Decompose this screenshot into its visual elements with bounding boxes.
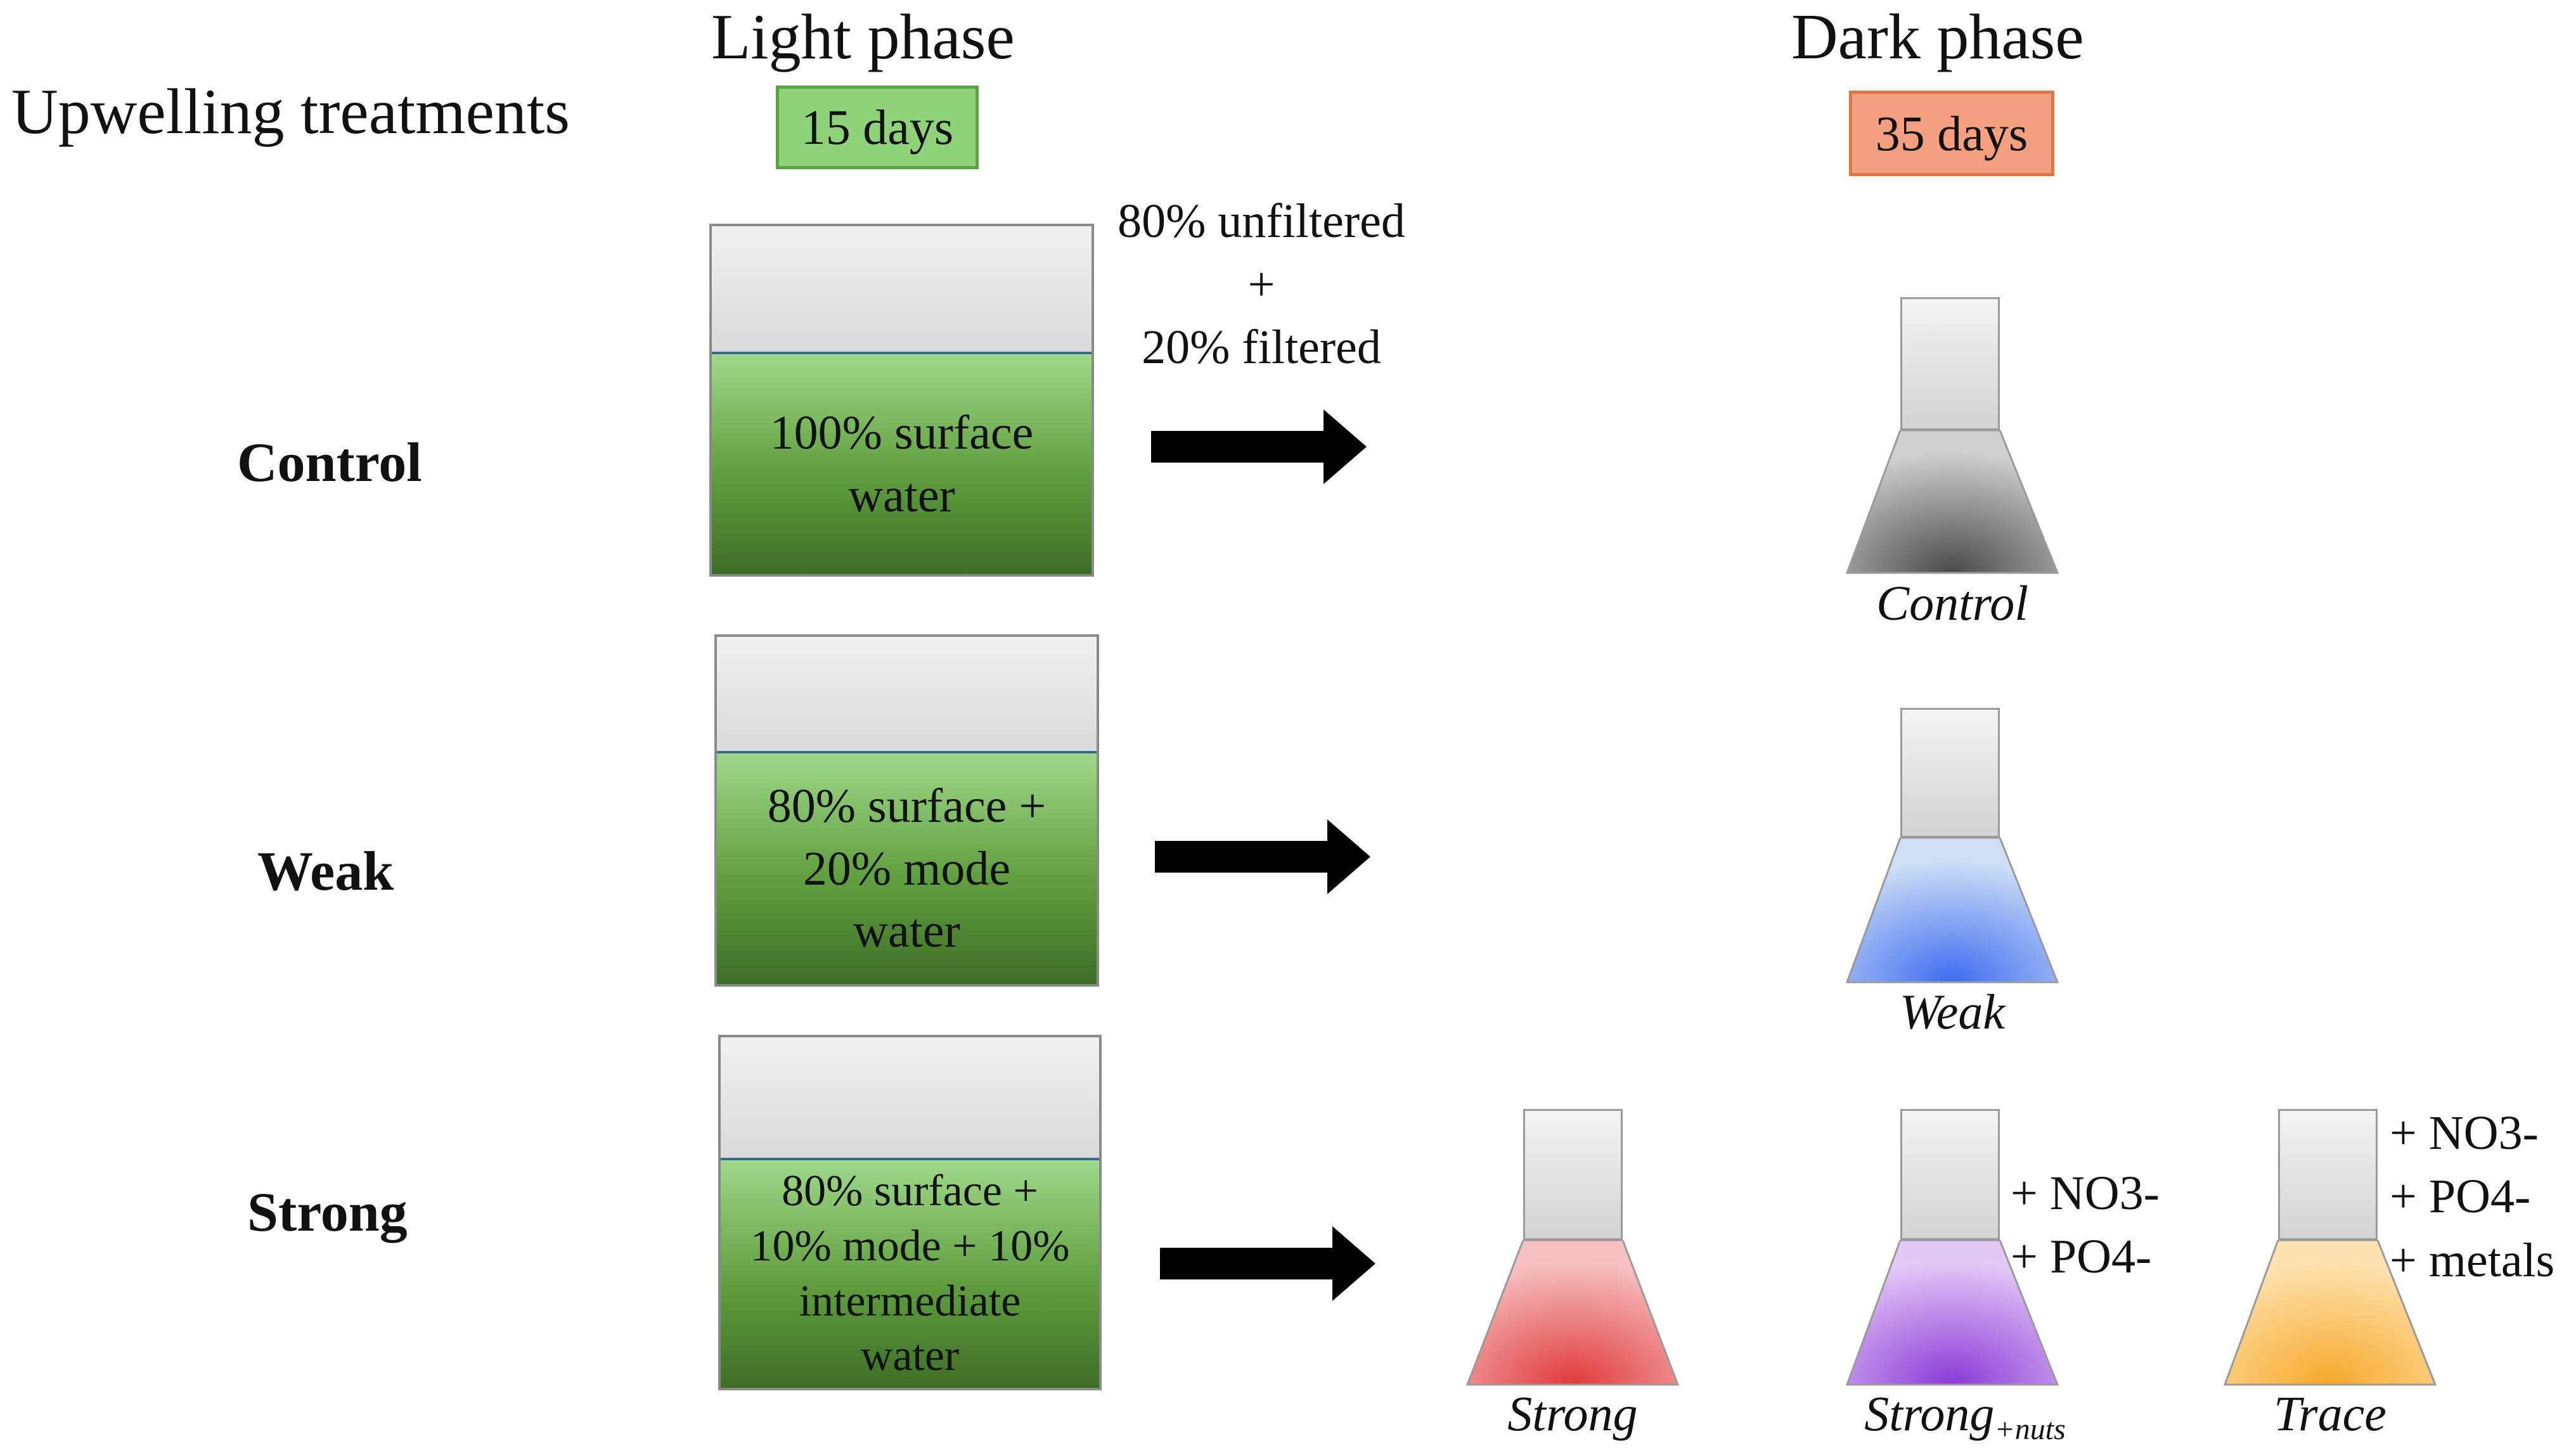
tank-text-weak: 80% surface + 20% mode water [767,779,1046,958]
row-label-strong: Strong [247,1182,408,1243]
light-phase-title: Light phase [711,1,1015,73]
arrow-strong [1160,1226,1375,1301]
tank-water: 100% surface water [712,352,1092,574]
flask-trace: Trace [2222,1109,2438,1441]
tank-weak: 80% surface + 20% mode water [714,634,1099,987]
flask-neck [1900,708,2000,838]
tank-headspace [717,637,1097,751]
flask-neck [1900,297,2000,430]
flask-label-subscript: +nuts [1994,1413,2066,1446]
flask-neck [1523,1109,1623,1240]
flask-neck [1900,1109,2000,1240]
flask-weak: Weak [1845,708,2060,1039]
tank-water: 80% surface + 10% mode + 10% intermediat… [721,1158,1099,1388]
tank-water: 80% surface + 20% mode water [717,751,1097,984]
additives-strong-nuts: + NO3- + PO4- [2011,1162,2160,1289]
flask-body [1465,1240,1680,1386]
tank-headspace [712,226,1092,352]
row-label-weak: Weak [257,841,394,902]
flask-strong-nuts: Strong+nuts [1845,1109,2066,1446]
tank-control: 100% surface water [709,224,1094,577]
tank-headspace [721,1037,1099,1158]
flask-body [2223,1240,2437,1386]
additive-no3: + NO3- [2390,1106,2539,1160]
additives-trace: + NO3- + PO4- + metals [2390,1101,2554,1292]
flask-body [1845,430,2059,574]
flask-label-trace: Trace [2274,1386,2386,1441]
flask-label-weak: Weak [1899,984,2006,1039]
additive-no3: + NO3- [2011,1167,2160,1220]
flask-body [1845,838,2059,983]
additive-po4: + PO4- [2390,1170,2531,1224]
light-phase-duration-badge: 15 days [776,86,979,169]
additive-metals: + metals [2390,1233,2555,1287]
flask-strong: Strong [1465,1109,1680,1441]
dark-phase-title: Dark phase [1791,1,2084,73]
flask-label-control: Control [1876,575,2028,631]
mix-note: 80% unfiltered + 20% filtered [1117,195,1405,375]
flask-label-strong: Strong [1507,1386,1638,1441]
tank-text-control: 100% surface water [770,406,1034,522]
flask-label-main: Strong [1864,1386,1995,1441]
flask-body [1845,1240,2059,1386]
arrow-control [1151,409,1367,484]
flask-neck [2278,1109,2378,1240]
diagram-title: Upwelling treatments [11,76,570,148]
additive-po4: + PO4- [2011,1230,2152,1284]
row-label-control: Control [237,432,422,494]
dark-phase-duration-badge: 35 days [1849,91,2054,176]
tank-strong: 80% surface + 10% mode + 10% intermediat… [718,1035,1102,1390]
tank-text-strong: 80% surface + 10% mode + 10% intermediat… [750,1166,1070,1381]
flask-label-strong-nuts: Strong+nuts [1832,1385,2098,1447]
arrow-weak [1155,819,1370,894]
flask-control: Control [1845,297,2060,631]
